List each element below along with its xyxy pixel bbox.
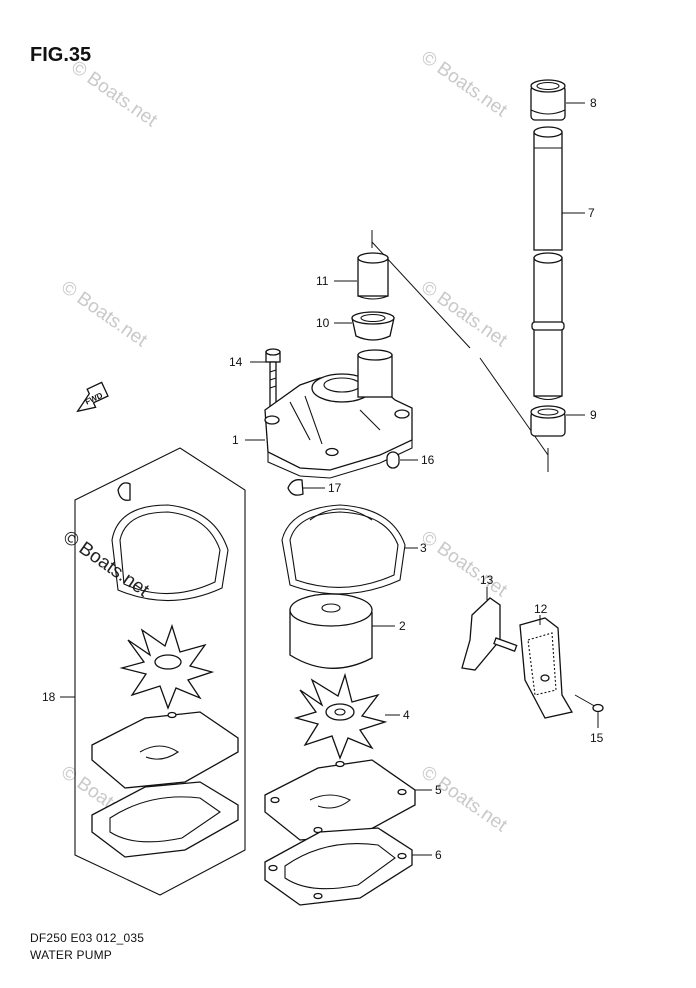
- part-9-grommet: [530, 405, 566, 437]
- watermark: © Boats.net: [67, 57, 161, 132]
- callout-7: 7: [588, 206, 595, 220]
- part-17-key: [287, 479, 304, 496]
- part-1-pump-case: [264, 349, 413, 479]
- callout-16: 16: [421, 453, 435, 467]
- callout-12: 12: [534, 602, 548, 616]
- watermark: © Boats.net: [57, 277, 151, 352]
- part-12-cover: [519, 617, 574, 719]
- part-4-impeller: [293, 672, 388, 760]
- watermark: © Boats.net: [417, 527, 511, 602]
- part-14-bolt: [265, 348, 281, 413]
- callout-5: 5: [435, 783, 442, 797]
- callout-4: 4: [403, 708, 410, 722]
- kit-outline: [74, 447, 246, 896]
- callout-17: 17: [328, 481, 342, 495]
- callout-8: 8: [590, 96, 597, 110]
- part-13-bracket: [461, 597, 518, 671]
- part-5-plate: [264, 759, 416, 841]
- part-11-sleeve: [357, 252, 389, 300]
- callout-18: 18: [42, 690, 56, 704]
- drawing-code: DF250 E03 012_035: [30, 931, 145, 945]
- part-8-grommet: [530, 79, 566, 121]
- part-18-kit-contents: [91, 482, 239, 858]
- callout-1: 1: [232, 433, 239, 447]
- part-6-gasket: [264, 827, 413, 906]
- part-15-screw: [574, 694, 604, 713]
- callout-6: 6: [435, 848, 442, 862]
- part-7-water-tube: [531, 126, 565, 401]
- callout-9: 9: [590, 408, 597, 422]
- watermark-dark: © Boats.net: [59, 527, 153, 602]
- callout-14: 14: [229, 355, 243, 369]
- assembly-name: WATER PUMP: [30, 948, 112, 962]
- part-2-liner: [289, 593, 373, 669]
- watermark: © Boats.net: [417, 47, 511, 122]
- watermark: © Boats.net: [417, 762, 511, 837]
- watermark: © Boats.net: [417, 277, 511, 352]
- callout-2: 2: [399, 619, 406, 633]
- callout-15: 15: [590, 731, 604, 745]
- part-3-seal-ring: [281, 504, 406, 595]
- callout-3: 3: [420, 541, 427, 555]
- callout-11: 11: [316, 274, 329, 288]
- forward-arrow-icon: FWD: [76, 381, 109, 413]
- leader-lines: [60, 102, 599, 856]
- part-16-pin: [386, 451, 400, 469]
- callout-10: 10: [316, 316, 330, 330]
- part-10-grommet: [351, 311, 395, 341]
- figure-title: FIG.35: [30, 44, 92, 66]
- callout-numbers: 1 2 3 4 5 6 7 8 9 10 11 12 13 14 15 16 1…: [42, 96, 604, 862]
- callout-13: 13: [480, 573, 494, 587]
